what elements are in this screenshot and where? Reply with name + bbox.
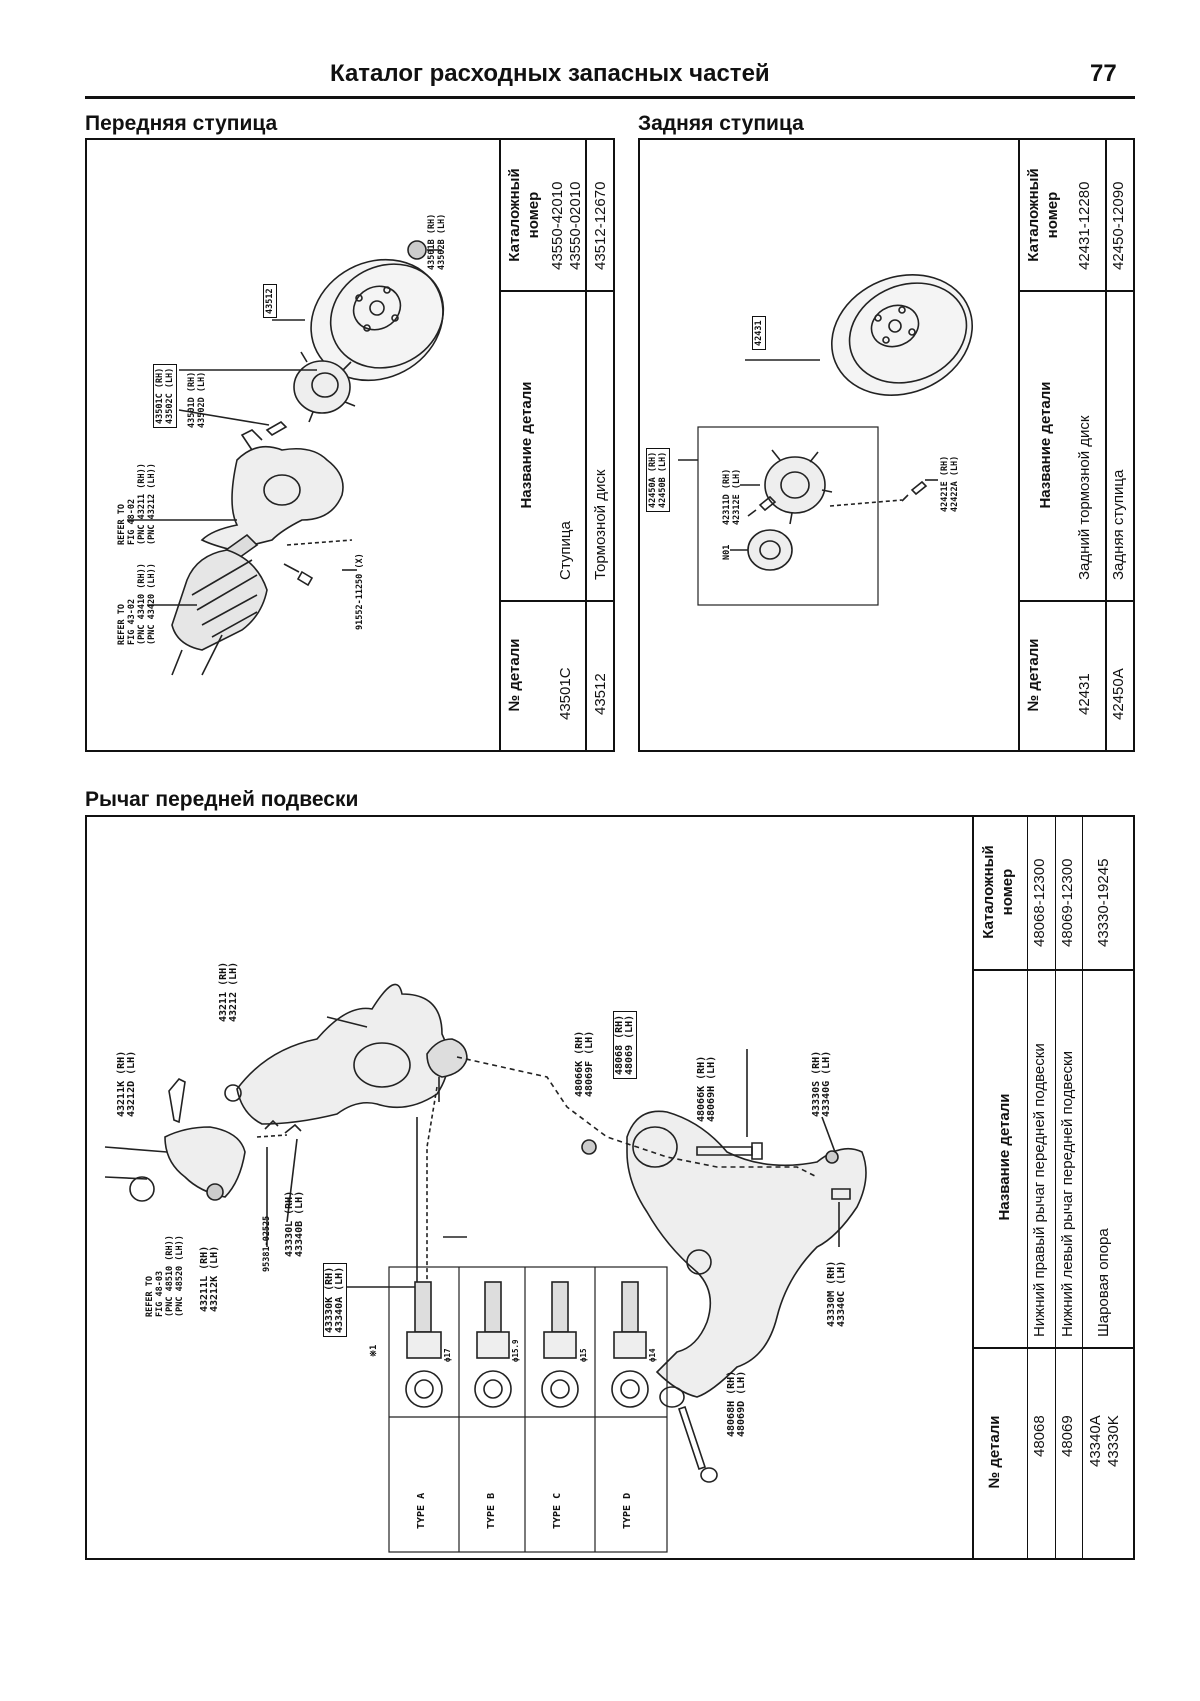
label-note: ※1 xyxy=(369,1344,379,1357)
table-cell-part-no: 43330K xyxy=(1105,1415,1122,1467)
label-nut: 43211L (RH)43212K (LH) xyxy=(199,1245,220,1312)
type-diameter: ϕ15 xyxy=(579,1348,588,1362)
label-assembly: 42450A (RH)42450B (LH) xyxy=(646,447,670,512)
rear-hub-title: Задняя ступица xyxy=(638,112,804,135)
type-diameter: ϕ15.9 xyxy=(511,1339,520,1362)
label-bolt-mid: 48066K (RH)48069H (LH) xyxy=(696,1055,717,1122)
label-knuckle: 43211 (RH)43212 (LH) xyxy=(218,961,239,1022)
front-hub-panel: № детали Название детали Каталожный номе… xyxy=(85,138,615,752)
table-cell-catalog: 42450-12090 xyxy=(1110,181,1127,270)
type-label: TYPE D xyxy=(622,1492,633,1529)
table-cell-name: Задний тормозной диск xyxy=(1076,415,1093,580)
label-bolt-a: 43211K (RH)43212D (LH) xyxy=(116,1050,137,1117)
table-cell-part-no: 48068 xyxy=(1031,1415,1048,1457)
front-arm-panel: № детали Название детали Каталожный номе… xyxy=(85,815,1135,1560)
label-bolt-bottom: 48068H (RH)48069D (LH) xyxy=(726,1370,747,1437)
table-cell-catalog: 42431-12280 xyxy=(1076,181,1093,270)
rear-hub-header-part-no: № детали xyxy=(1025,638,1042,712)
page-number: 77 xyxy=(1090,60,1117,87)
rear-hub-header-catalog: Каталожный номер xyxy=(1025,168,1061,262)
label-screw: 42421E (RH)42422A (LH) xyxy=(940,455,960,512)
table-cell-name: Ступица xyxy=(557,521,574,580)
front-arm-header-name: Название детали xyxy=(996,1093,1013,1221)
table-cell-part-no: 43340A xyxy=(1087,1415,1104,1467)
table-cell-name: Нижний левый рычаг передней подвески xyxy=(1059,1051,1076,1337)
front-hub-header-catalog: Каталожный номер xyxy=(506,168,542,262)
table-cell-name: Нижний правый рычаг передней подвески xyxy=(1031,1043,1048,1337)
label-arm: 48068 (RH)48069 (LH) xyxy=(613,1010,637,1079)
front-arm-header-part-no: № детали xyxy=(986,1415,1003,1489)
table-cell-catalog: 43330-19245 xyxy=(1095,858,1112,947)
table-cell-catalog: 43550-42010 xyxy=(549,181,566,270)
table-cell-catalog: 43550-02010 xyxy=(567,181,584,270)
table-cell-catalog: 48069-12300 xyxy=(1059,858,1076,947)
label-nut-right: 43330S (RH)43340G (LH) xyxy=(811,1050,832,1117)
type-label: TYPE C xyxy=(552,1492,563,1529)
table-cell-catalog: 48068-12300 xyxy=(1031,858,1048,947)
table-cell-part-no: 42450A xyxy=(1110,668,1127,720)
label-stud: 42311D (RH)42312E (LH) xyxy=(722,468,742,525)
label-bolt-right: 43330M (RH)43340C (LH) xyxy=(826,1260,847,1327)
rear-hub-drawing xyxy=(678,274,974,606)
front-hub-header-part-no: № детали xyxy=(506,638,523,712)
table-cell-part-no: 42431 xyxy=(1076,673,1093,715)
front-arm-header-catalog: Каталожный номер xyxy=(980,845,1016,939)
label-bush-nut: 48066K (RH)48069F (LH) xyxy=(574,1030,595,1097)
table-cell-name: Шаровая опора xyxy=(1095,1228,1112,1337)
type-label: TYPE A xyxy=(416,1492,427,1529)
label-nut: 43501B (RH)43502B (LH) xyxy=(427,213,447,270)
table-cell-name: Тормозной диск xyxy=(592,469,609,580)
label-pin: 95381-02525 xyxy=(262,1215,272,1272)
type-diameter: ϕ17 xyxy=(443,1348,452,1362)
catalog-title: Каталог расходных запасных частей xyxy=(330,60,770,87)
front-hub-drawing xyxy=(127,240,445,676)
front-arm-drawing xyxy=(104,983,867,1553)
table-cell-name: Задняя ступица xyxy=(1110,469,1127,580)
table-cell-part-no: 43501C xyxy=(557,667,574,720)
label-joint: 43330K (RH)43340A (LH) xyxy=(323,1262,347,1337)
type-diameter: ϕ14 xyxy=(648,1348,657,1362)
label-hub: 43501C (RH)43502C (LH) xyxy=(153,363,177,428)
header-rule xyxy=(85,96,1135,99)
label-bolt: 91552-11250 (X) xyxy=(355,553,365,630)
table-cell-catalog: 43512-12670 xyxy=(592,181,609,270)
table-cell-part-no: 48069 xyxy=(1059,1415,1076,1457)
label-castle: 43330L (RH)43340B (LH) xyxy=(284,1190,305,1257)
front-hub-title: Передняя ступица xyxy=(85,112,278,135)
front-arm-title: Рычаг передней подвески xyxy=(85,788,359,811)
label-bearing: N01 xyxy=(722,544,732,560)
rear-hub-header-name: Название детали xyxy=(1037,381,1054,509)
type-label: TYPE B xyxy=(486,1492,497,1529)
label-disc: 43512 xyxy=(263,284,277,318)
rear-hub-panel: № детали Название детали Каталожный номе… xyxy=(638,138,1135,752)
table-cell-part-no: 43512 xyxy=(592,673,609,715)
front-hub-header-name: Название детали xyxy=(518,381,535,509)
label-hub-sub: 43501D (RH)43502D (LH) xyxy=(187,371,207,428)
label-disc: 42431 xyxy=(752,316,766,350)
